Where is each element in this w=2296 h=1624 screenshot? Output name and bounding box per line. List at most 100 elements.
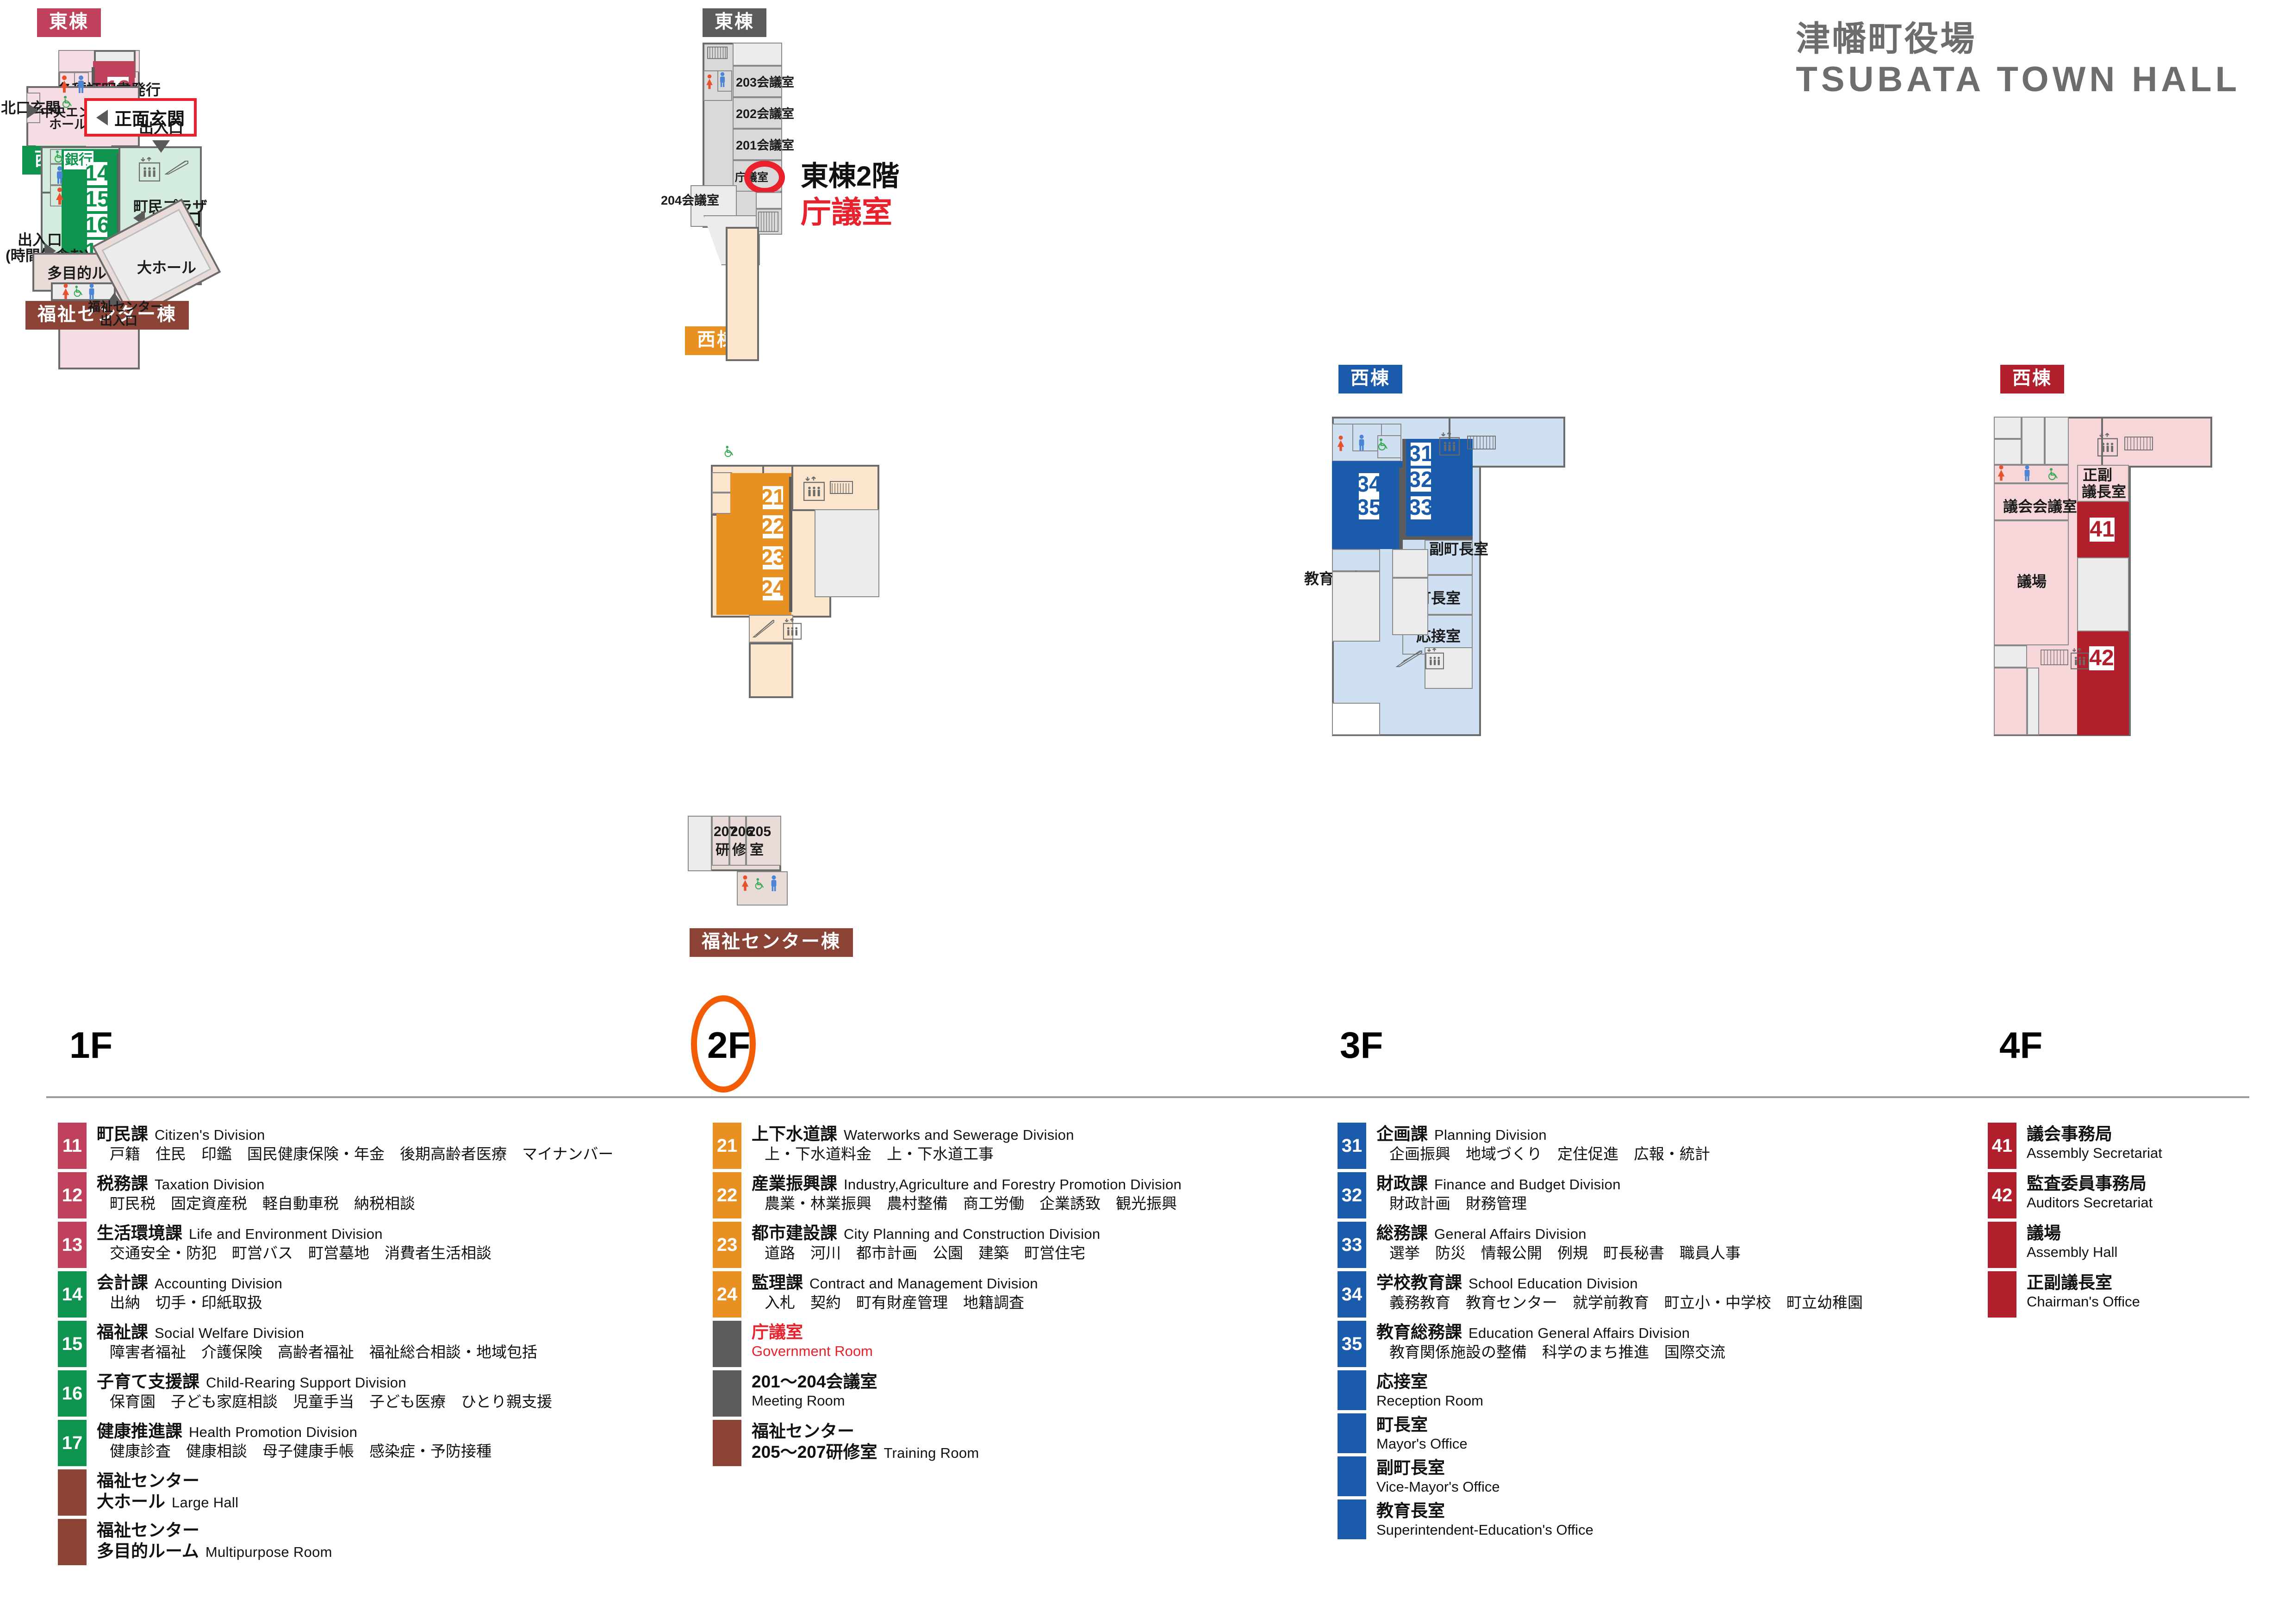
room-206-number: 206 <box>730 824 754 839</box>
west-bottom-left-box-3f <box>1332 703 1380 735</box>
chairman-office-4f <box>2077 465 2129 502</box>
legend-swatch <box>58 1519 87 1565</box>
training-room-205-2f <box>746 816 781 866</box>
training-room-206-2f <box>729 816 746 866</box>
elevator-icon-4f <box>2097 432 2118 456</box>
legend-jp: 健康推進課 <box>97 1422 182 1441</box>
room-number-41: 41 <box>2090 517 2115 542</box>
legend-item[interactable]: 41 議会事務局 Assembly Secretariat <box>1988 1123 2275 1169</box>
legend-item[interactable]: 教育長室 Superintendent-Education's Office <box>1338 1499 1958 1539</box>
legend-jp: 議会事務局 <box>2027 1124 2112 1143</box>
west-atrium-2f <box>815 509 879 597</box>
room-number-16: 16 <box>85 213 110 237</box>
legend-item[interactable]: 議場 Assembly Hall <box>1988 1222 2275 1268</box>
legend-swatch <box>713 1420 741 1466</box>
legend-en2: Assembly Hall <box>2027 1244 2118 1261</box>
legend-item[interactable]: 町長室 Mayor's Office <box>1338 1413 1958 1453</box>
floor-label-4f[interactable]: 4F <box>1999 1024 2043 1066</box>
legend-item[interactable]: 201～204会議室 Meeting Room <box>713 1370 1333 1417</box>
legend-detail: 出納 切手・印紙取扱 <box>110 1294 262 1312</box>
legend-detail: 入札 契約 町有財産管理 地籍調査 <box>765 1294 1024 1312</box>
fukushi-exit-label-line2: 出入口 <box>100 314 137 328</box>
legend-jp2: 多目的ルーム <box>97 1542 199 1561</box>
stairs-icon-1f-west <box>165 159 189 175</box>
legend-jp: 学校教育課 <box>1376 1273 1462 1292</box>
woman-restroom-icon-1f-east <box>58 75 70 94</box>
stairs-icon-4f-lower <box>2040 648 2069 668</box>
meeting-room-203-label: 203会議室 <box>736 75 795 89</box>
legend-swatch: 15 <box>58 1321 87 1367</box>
legend-item[interactable]: 副町長室 Vice-Mayor's Office <box>1338 1456 1958 1496</box>
stairs-icon-2f-east-lower <box>758 211 779 233</box>
legend-item[interactable]: 正副議長室 Chairman's Office <box>1988 1271 2275 1318</box>
man-restroom-icon-2f-east <box>717 72 728 87</box>
meeting-room-202-label: 202会議室 <box>736 107 795 121</box>
front-entrance-callout: 正面玄関 <box>84 98 197 137</box>
legend-jp: 総務課 <box>1376 1224 1428 1243</box>
legend-jp: 税務課 <box>97 1174 148 1193</box>
legend-swatch: 11 <box>58 1123 87 1169</box>
legend-jp: 福祉センター <box>97 1471 199 1490</box>
building-tag-fukushi-2f: 福祉センター棟 <box>690 928 853 957</box>
floor-label-3f[interactable]: 3F <box>1340 1024 1383 1066</box>
assembly-hall-4f <box>1994 520 2069 645</box>
government-room-highlight-circle <box>744 161 785 194</box>
legend-detail: 農業・林業振興 農村整備 商工労働 企業誘致 観光振興 <box>765 1195 1177 1212</box>
west-lower-right-room-3f <box>1425 647 1473 689</box>
legend-swatch: 41 <box>1988 1123 2016 1169</box>
top-room-d-4f <box>2045 417 2069 465</box>
west-east-corridor-2f <box>791 465 879 511</box>
counter-wall-right-bottom-3f <box>1402 536 1473 540</box>
floor-label-2f[interactable]: 2F <box>707 1024 751 1066</box>
floor-label-1f[interactable]: 1F <box>69 1024 113 1066</box>
legend-en: Child-Rearing Support Division <box>206 1374 406 1391</box>
west-center-room-b-3f <box>1392 578 1428 635</box>
room-number-14: 14 <box>85 161 110 186</box>
legend-swatch: 21 <box>713 1123 741 1169</box>
legend-jp: 応接室 <box>1376 1372 1428 1391</box>
legend-en: Industry,Agriculture and Forestry Promot… <box>844 1176 1182 1193</box>
wheelchair-accessible-icon-3f <box>1376 438 1389 451</box>
legend-en: General Affairs Division <box>1434 1226 1587 1242</box>
counter-wall-right-top-3f <box>1402 439 1406 540</box>
fukushi-exit-arrow-icon <box>106 293 123 305</box>
legend-en: Waterworks and Sewerage Division <box>844 1127 1074 1143</box>
room-205-kanji: 室 <box>750 843 764 858</box>
building-tag-east-2f: 東棟 <box>703 8 766 37</box>
assembly-meeting-room-label: 議会会議室 <box>2003 498 2078 515</box>
legend-item[interactable]: 42 監査委員事務局 Auditors Secretariat <box>1988 1172 2275 1218</box>
legend-item[interactable]: 庁議室 Government Room <box>713 1321 1333 1367</box>
vice-mayor-room-label: 副町長室 <box>1429 541 1489 557</box>
page-title: 津幡町役場 TSUBATA TOWN HALL <box>1796 19 2240 100</box>
building-tag-west-3f: 西棟 <box>1338 365 1402 394</box>
legend-detail: 企画振興 地域づくり 定住促進 広報・統計 <box>1389 1145 1710 1163</box>
exit-top-arrow-icon <box>152 140 170 153</box>
legend-detail: 健康診査 健康相談 母子健康手帳 感染症・予防接種 <box>110 1443 492 1460</box>
exit-top-1f: 出入口 <box>139 119 183 153</box>
west-wing-corridor-2f <box>726 227 759 361</box>
building-tag-west-4f: 西棟 <box>2000 365 2064 394</box>
man-restroom-icon-1f-west <box>54 166 66 184</box>
legend-item[interactable]: 応接室 Reception Room <box>1338 1370 1958 1410</box>
